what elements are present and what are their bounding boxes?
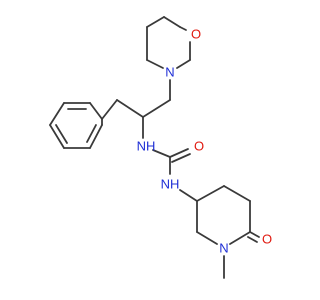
molecule-diagram: O N NH O NH N O (49, 16, 272, 279)
bond (49, 124, 65, 149)
bond (247, 236, 258, 243)
structure-svg: O N NH O NH N O (49, 16, 272, 279)
bond (229, 231, 251, 245)
bond (86, 124, 97, 143)
bond (249, 231, 260, 238)
benzene-ring (49, 102, 103, 149)
bond (169, 148, 189, 158)
bond (196, 185, 225, 202)
bond (89, 124, 103, 149)
atom-label-ring-N: N (219, 241, 228, 256)
bond (142, 99, 171, 118)
atom-N: N (219, 241, 228, 256)
piperidinone-ring (196, 185, 251, 245)
bond (163, 16, 181, 28)
atom-label-urea-O: O (194, 139, 204, 154)
bond (196, 231, 218, 245)
atom-O: O (191, 27, 201, 42)
bond (49, 102, 65, 126)
bond (223, 185, 251, 202)
bond (171, 153, 191, 163)
bond (179, 26, 187, 31)
bond (89, 102, 103, 120)
bond (116, 99, 144, 118)
atom-O: O (262, 232, 272, 247)
bond (146, 59, 164, 69)
atom-label-morpholine-O: O (191, 27, 201, 42)
morpholine-ring (146, 16, 191, 69)
bond (179, 189, 198, 202)
atom-NH: NH (161, 177, 180, 192)
bond (101, 99, 118, 120)
atom-label-ketone-O: O (262, 232, 272, 247)
bond (55, 124, 68, 144)
atom-NH: NH (137, 139, 156, 154)
bond (176, 59, 191, 69)
atom-label-morpholine-N: N (165, 65, 174, 80)
atom-label-urea-NH2: NH (161, 177, 180, 192)
bond (152, 149, 171, 158)
atom-label-urea-NH1: NH (137, 139, 156, 154)
atom-N: N (165, 65, 174, 80)
atom-O: O (194, 139, 204, 154)
bond (146, 16, 165, 28)
